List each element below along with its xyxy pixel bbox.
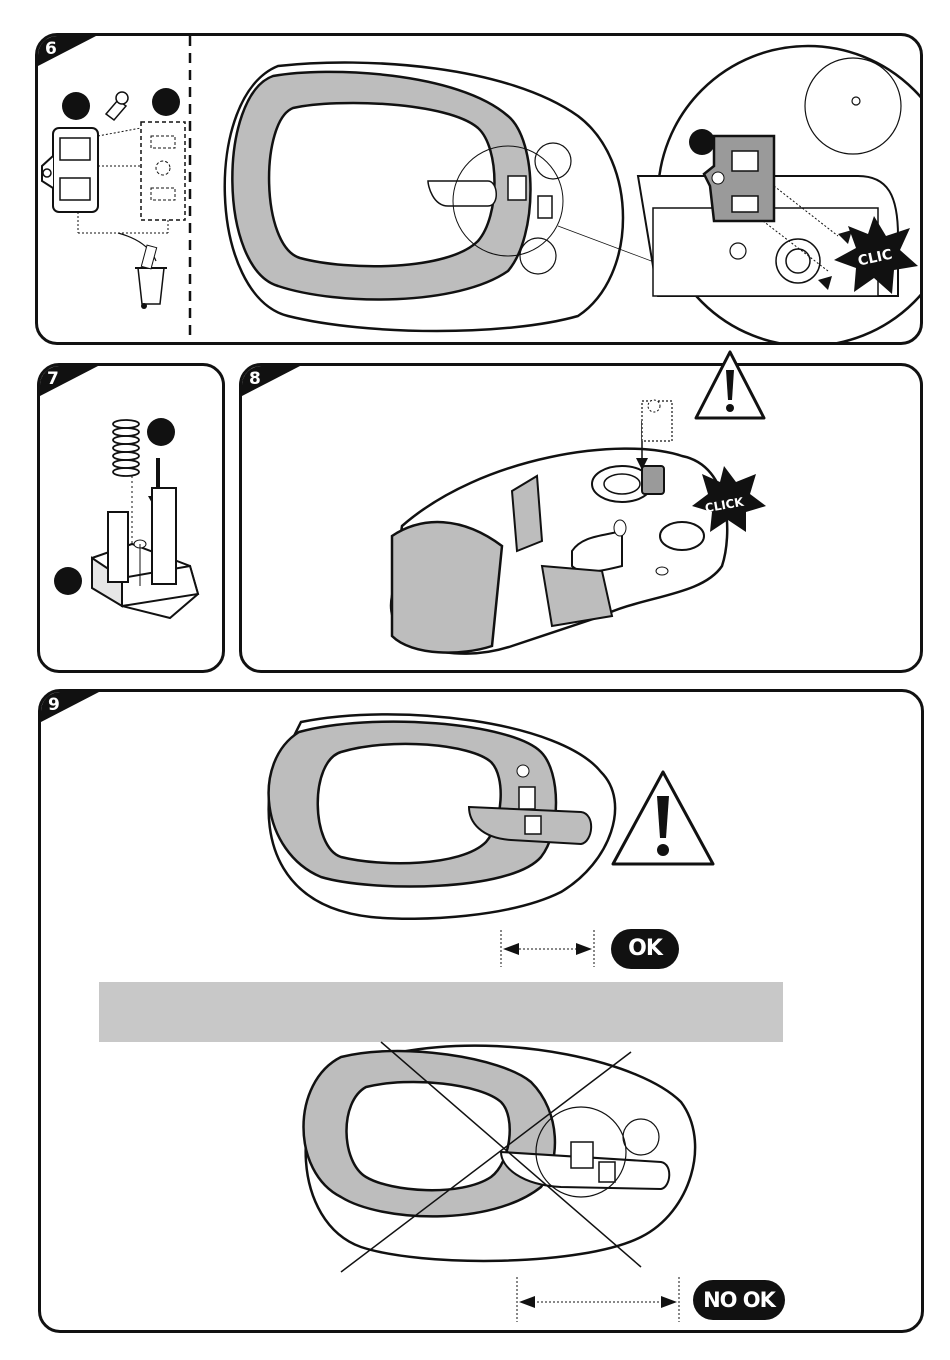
step-7-number: 7 bbox=[47, 369, 59, 389]
step-8-illustration: CLICK bbox=[242, 366, 920, 670]
step-8-panel: CLICK 8 bbox=[239, 363, 923, 673]
step-6-illustration: CLIC bbox=[38, 36, 920, 342]
zoom-detail bbox=[638, 46, 920, 342]
callout-dot-c bbox=[147, 418, 175, 446]
callout-dot-d bbox=[54, 567, 82, 595]
step-7-illustration bbox=[40, 366, 222, 670]
step-8-number: 8 bbox=[249, 369, 261, 389]
ghost-bracket bbox=[141, 122, 185, 220]
seat-ring-top-view bbox=[225, 63, 678, 331]
info-banner bbox=[99, 982, 783, 1042]
ghost-lock bbox=[642, 400, 672, 441]
spring-icon bbox=[113, 420, 139, 476]
correct-assembly-view bbox=[269, 714, 615, 918]
step-6-number: 6 bbox=[45, 39, 57, 59]
lock-bracket-diagram bbox=[42, 128, 98, 212]
warning-triangle-icon bbox=[613, 772, 713, 864]
step-6-panel: CLIC 6 bbox=[35, 33, 923, 345]
lock-housing bbox=[92, 488, 198, 618]
seat-ring-perspective bbox=[391, 449, 727, 654]
callout-dot-b bbox=[152, 88, 180, 116]
no-ok-badge: NO OK bbox=[693, 1280, 785, 1320]
trash-bin-icon bbox=[135, 245, 167, 309]
step-9-panel: OK NO OK 9 bbox=[38, 689, 924, 1333]
ok-badge: OK bbox=[611, 929, 679, 969]
step-9-number: 9 bbox=[48, 695, 60, 715]
warning-triangle-icon bbox=[692, 348, 768, 422]
incorrect-assembly-view bbox=[304, 1042, 696, 1272]
key-icon bbox=[106, 92, 128, 120]
step-7-panel: 7 bbox=[37, 363, 225, 673]
step-9-illustration bbox=[41, 692, 921, 1330]
callout-dot-a bbox=[62, 92, 90, 120]
